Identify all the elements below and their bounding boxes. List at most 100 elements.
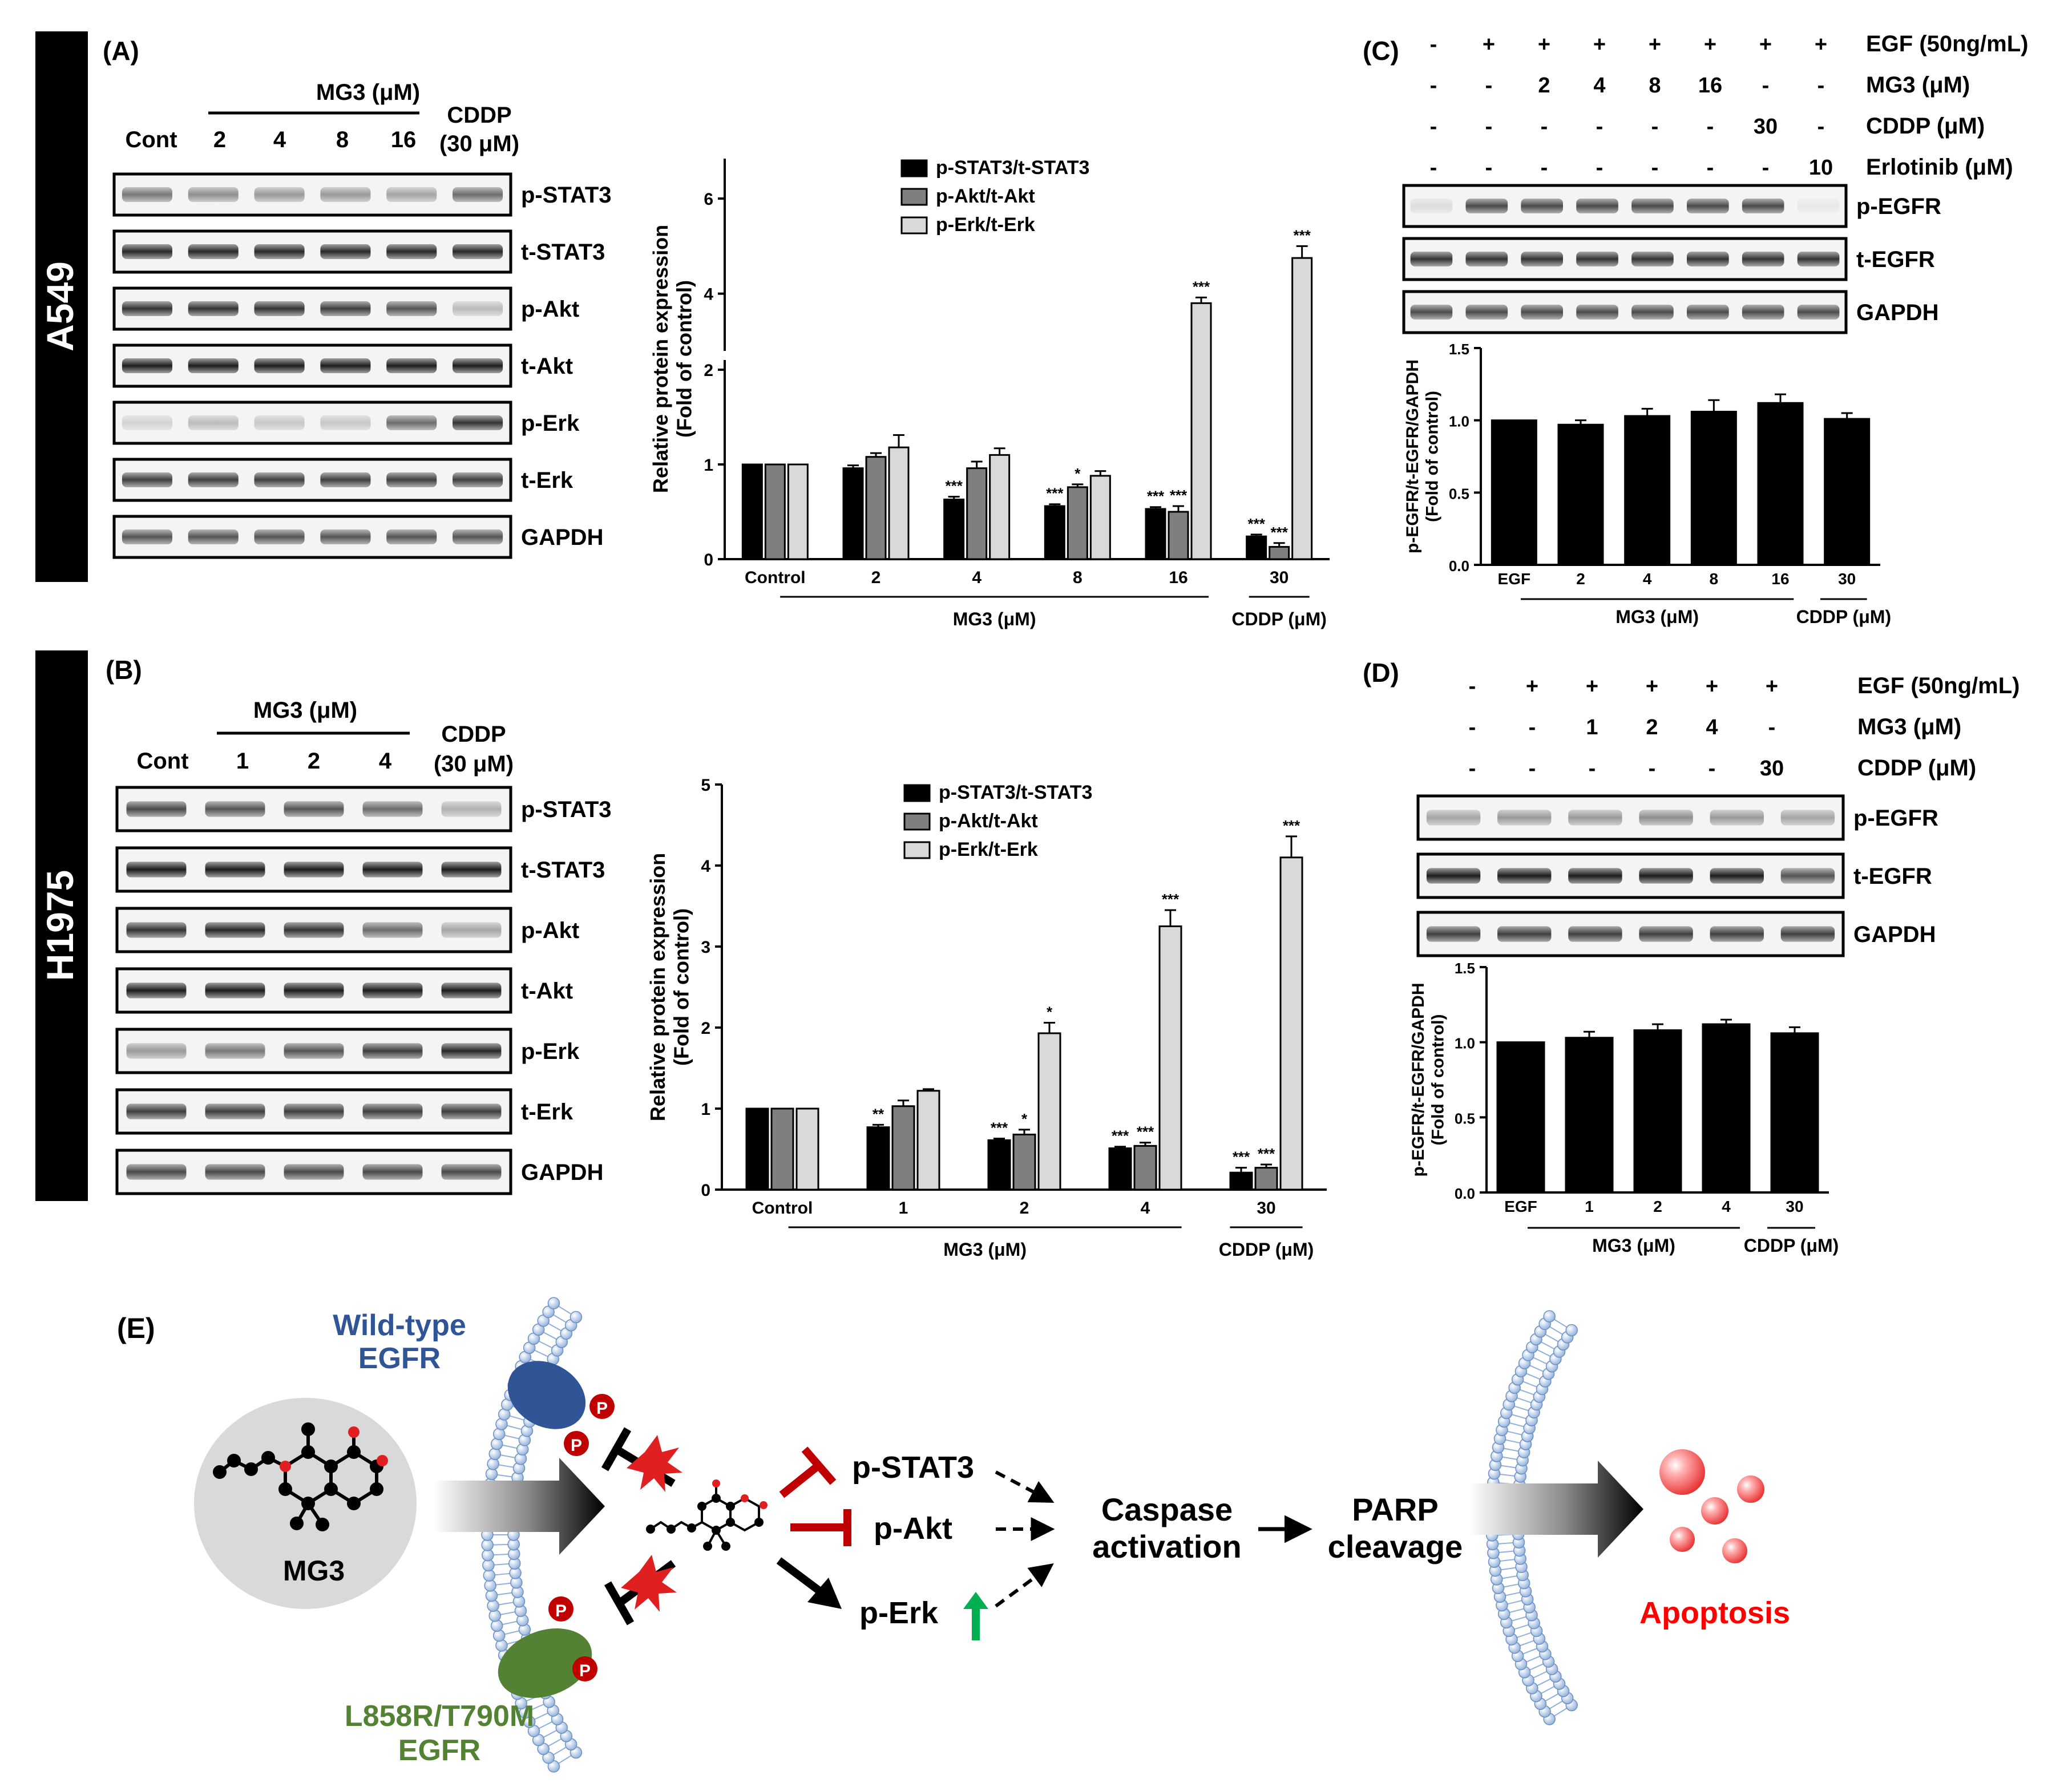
blot-label-a-1: t-STAT3 (521, 240, 605, 265)
x-tick-label-a-3: 8 (1073, 568, 1083, 587)
x-tick-label-d-0: EGF (1504, 1198, 1537, 1215)
blot-band-a-5-2 (254, 472, 305, 487)
blot-band-c-2-2 (1521, 305, 1563, 320)
blot-row-b-5: t-Erk (115, 1088, 573, 1135)
blot-band-d-1-0 (1426, 868, 1481, 884)
treat-cell-c-3-3: - (1596, 156, 1604, 180)
bar-b-0-4 (1229, 1171, 1253, 1191)
blot-band-c-0-1 (1465, 199, 1508, 213)
panel-d-tag: (D) (1363, 658, 1399, 688)
blot-band-a-0-2 (254, 187, 305, 202)
treat-cell-d-2-4: - (1709, 757, 1716, 781)
x-tick-label-b-1: 1 (899, 1199, 908, 1218)
x-tick-label-d-4: 30 (1786, 1198, 1803, 1215)
y-tick-label-d-2: 1.0 (1455, 1035, 1475, 1052)
blot-band-a-2-2 (254, 301, 305, 316)
treat-cell-c-0-1: + (1483, 33, 1495, 56)
phospho-icon-wt-1: P (589, 1394, 615, 1419)
treat-cell-d-2-0: - (1469, 757, 1476, 781)
mg3-molecule-icon (213, 1422, 388, 1531)
blot-band-a-0-0 (122, 187, 172, 202)
wild-type-egfr-receptor-icon (507, 1361, 586, 1429)
cell-line-label-h1975: H1975 (39, 870, 81, 981)
blot-label-b-6: GAPDH (521, 1160, 603, 1185)
blot-label-b-1: t-STAT3 (521, 858, 605, 883)
blot-band-a-5-3 (320, 472, 371, 487)
x-tick-label-d-3: 4 (1722, 1198, 1731, 1215)
blot-band-d-2-2 (1568, 926, 1622, 942)
blot-band-c-0-4 (1631, 199, 1674, 213)
bar-b-0-1 (866, 1126, 890, 1191)
lane-label-b-2: 2 (308, 749, 320, 774)
panel-b: (B) H1975 MG3 (μM) Cont 1 2 4 CDDP (30 μ… (35, 650, 612, 1201)
blot-band-c-1-6 (1742, 252, 1784, 266)
blot-strip-d-2 (1416, 911, 1845, 957)
cddp-label-a-line2: (30 μM) (439, 131, 519, 156)
blot-band-b-4-0 (126, 1043, 187, 1059)
treat-cell-c-3-4: - (1651, 156, 1659, 180)
blot-band-a-3-5 (453, 358, 503, 373)
blot-band-b-6-4 (441, 1164, 502, 1180)
blot-band-a-4-0 (122, 415, 172, 430)
bar-a-2-2 (989, 454, 1011, 560)
lipid-head-l-1-48 (547, 1297, 560, 1309)
blot-row-b-1: t-STAT3 (115, 846, 605, 893)
blot-band-c-0-3 (1576, 199, 1618, 213)
blot-band-d-1-3 (1639, 868, 1693, 884)
blot-band-c-1-3 (1576, 252, 1618, 266)
blot-row-d-1: t-EGFR (1416, 852, 1932, 899)
legend-swatch-a-0 (900, 159, 928, 177)
blot-row-b-0: p-STAT3 (115, 786, 612, 832)
blot-band-d-1-4 (1710, 868, 1764, 884)
bar-chart-c: 0.00.51.01.5p-EGFR/t-EGFR/GAPDH(Fold of … (1403, 341, 1891, 627)
bar-c-0-0 (1491, 419, 1537, 566)
group-label-d-0: MG3 (μM) (1592, 1235, 1675, 1256)
legend-swatch-b-1 (903, 812, 931, 831)
blot-band-c-2-0 (1410, 305, 1453, 320)
blot-row-d-0: p-EGFR (1416, 794, 1938, 841)
apoptosis-label: Apoptosis (1639, 1596, 1790, 1630)
treat-cell-c-3-1: - (1485, 156, 1493, 180)
bar-b-1-0 (770, 1107, 794, 1191)
blot-band-a-1-5 (453, 244, 503, 259)
treat-cell-c-3-6: - (1762, 156, 1770, 180)
x-tick-label-b-4: 30 (1257, 1199, 1275, 1218)
treat-cell-d-0-4: + (1706, 674, 1718, 698)
mg3-group-label-a: MG3 (μM) (316, 80, 420, 105)
lipid-head-l-1-31 (487, 1458, 499, 1470)
blot-band-c-2-7 (1797, 305, 1840, 320)
x-tick-label-a-1: 2 (871, 568, 881, 587)
cddp-label-a-line1: CDDP (447, 103, 511, 128)
blot-row-b-6: GAPDH (115, 1149, 603, 1195)
group-label-a-0: MG3 (μM) (953, 609, 1036, 629)
inhibit-mut-egfr-icon (604, 1555, 677, 1626)
group-label-a-1: CDDP (μM) (1231, 609, 1327, 629)
blot-band-d-2-5 (1780, 926, 1835, 942)
group-label-d-1: CDDP (μM) (1744, 1235, 1839, 1256)
blot-band-c-2-6 (1742, 305, 1784, 320)
blot-row-c-2: GAPDH (1402, 290, 1938, 334)
bar-a-0-5 (1246, 535, 1267, 560)
treat-cell-d-0-5: + (1766, 674, 1778, 698)
blot-band-a-2-1 (188, 301, 239, 316)
bar-c-0-1 (1557, 423, 1604, 566)
caspase-activation-label-line2: activation (1092, 1529, 1241, 1564)
bar-a-1-3 (1067, 486, 1088, 560)
apoptotic-body-icon-3 (1701, 1497, 1728, 1525)
lipid-head-l-1-19 (484, 1579, 496, 1592)
blot-label-a-3: t-Akt (521, 354, 573, 379)
treat-cell-c-3-0: - (1430, 156, 1437, 180)
blot-band-c-2-1 (1465, 305, 1508, 320)
blot-band-b-4-2 (284, 1043, 344, 1059)
treat-cell-d-2-5: 30 (1760, 757, 1784, 781)
treat-cell-c-1-0: - (1430, 74, 1437, 98)
blot-band-c-1-5 (1687, 252, 1729, 266)
group-label-c-1: CDDP (μM) (1796, 607, 1892, 627)
bar-c-0-2 (1624, 415, 1671, 566)
y-tick-label-c-1: 0.5 (1449, 485, 1469, 502)
x-tick-label-c-4: 16 (1771, 570, 1789, 588)
target-label-erk: p-Erk (859, 1596, 939, 1630)
apoptotic-body-icon-1 (1659, 1449, 1705, 1495)
